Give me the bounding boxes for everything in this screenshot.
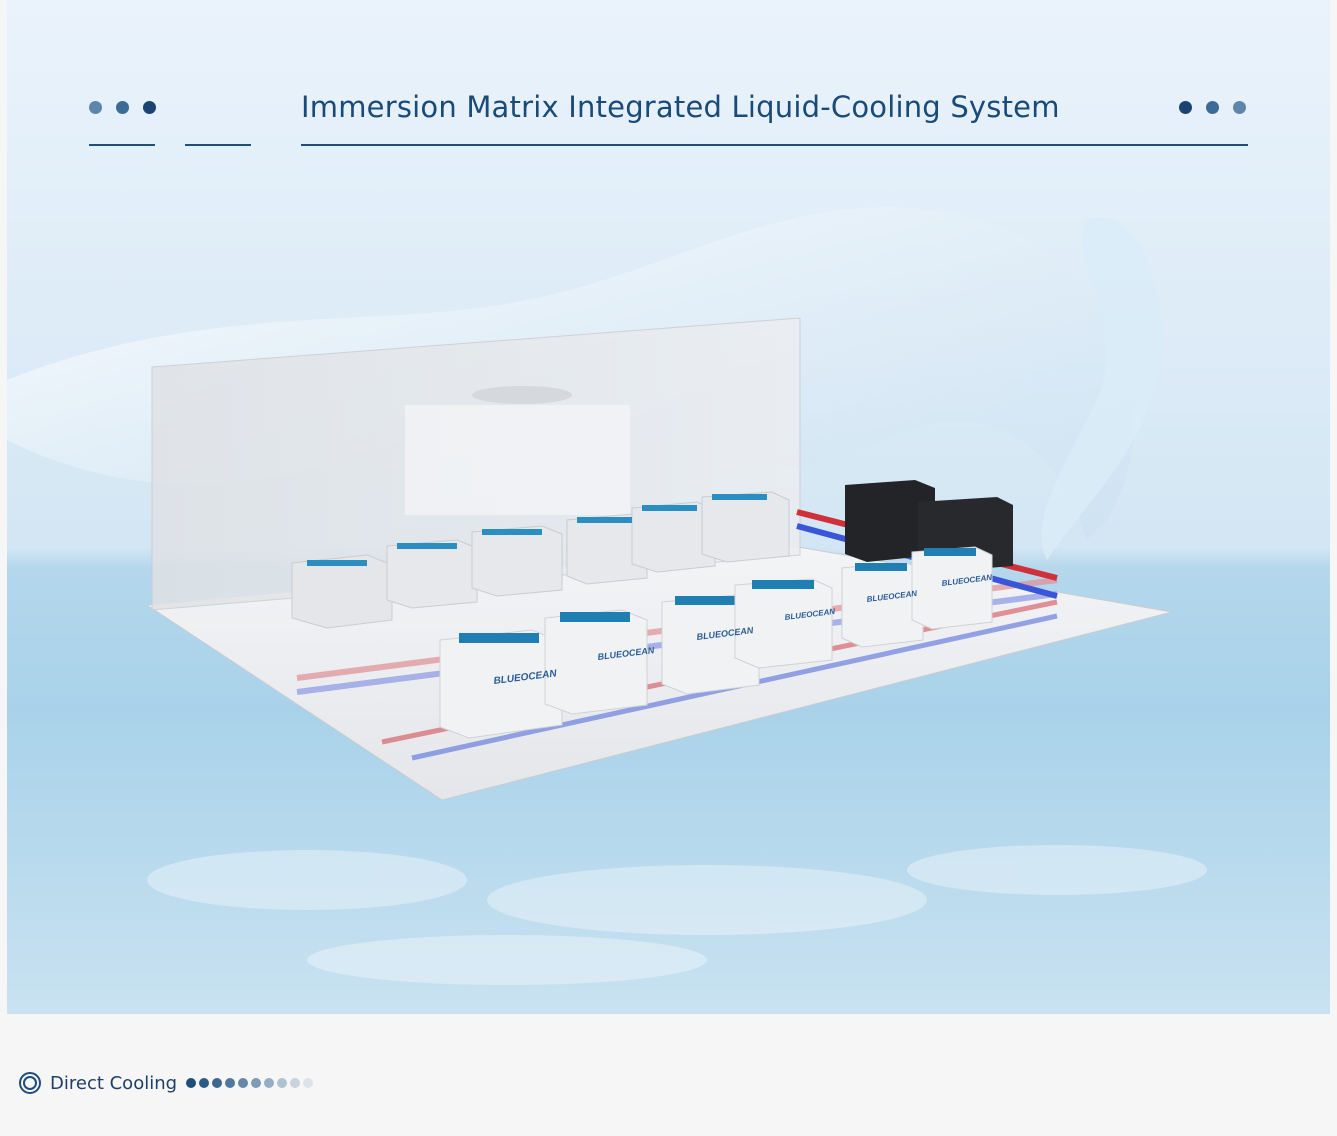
- page-title: Immersion Matrix Integrated Liquid-Cooli…: [301, 90, 1060, 124]
- title-underline: [301, 144, 1248, 146]
- air-handling-unit: [405, 405, 630, 515]
- decor-dots-right: [1179, 101, 1246, 114]
- water-splash: [1041, 217, 1163, 561]
- hero-image: BLUEOCEAN BLUEOCEAN BLUEOCEAN BLUEOCEAN …: [7, 0, 1330, 1014]
- front-row-tanks: [439, 546, 993, 739]
- section-label: Direct Cooling: [50, 1072, 178, 1094]
- water-reflection: [147, 845, 1207, 985]
- decor-dot: [116, 101, 129, 114]
- back-row-tanks: [291, 491, 790, 629]
- decor-dot: [143, 101, 156, 114]
- decor-dot: [89, 101, 102, 114]
- fading-dots: [186, 1078, 314, 1088]
- decor-dot: [1233, 101, 1246, 114]
- divider-line: [185, 144, 251, 146]
- decor-dots-left: [89, 101, 156, 114]
- decor-dot: [1179, 101, 1192, 114]
- fan-icon: [472, 386, 572, 404]
- section-caption: Direct Cooling: [19, 1069, 314, 1097]
- divider-line: [89, 144, 155, 146]
- decor-dot: [1206, 101, 1219, 114]
- cooling-system-illustration: BLUEOCEAN BLUEOCEAN BLUEOCEAN BLUEOCEAN …: [7, 207, 1207, 985]
- concentric-ring-icon: [19, 1072, 41, 1094]
